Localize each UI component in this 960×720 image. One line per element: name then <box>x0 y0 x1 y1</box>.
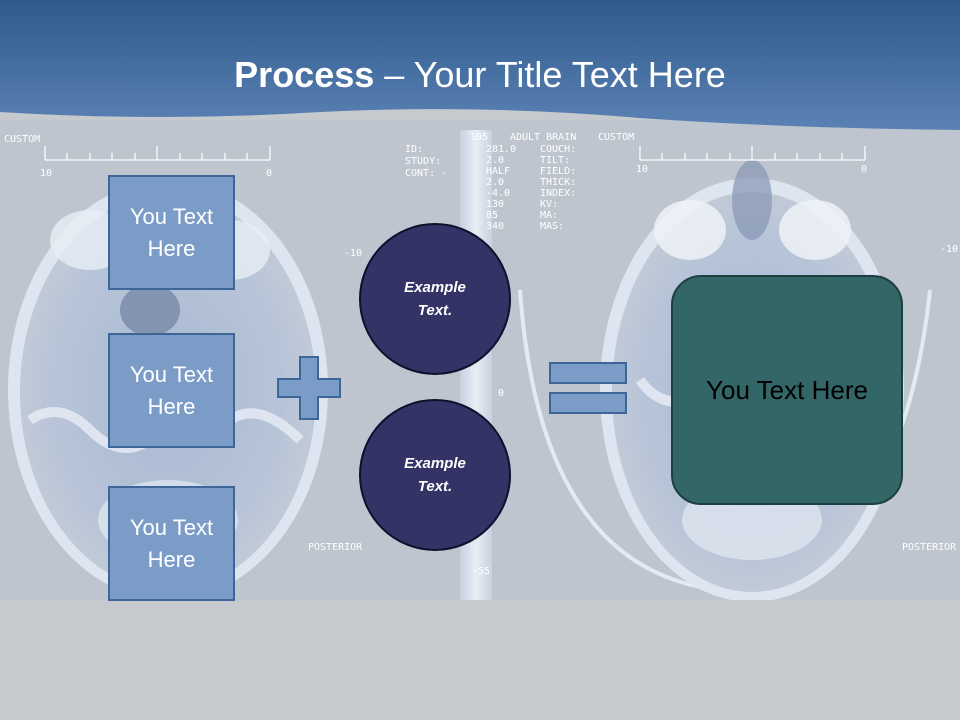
scan-mark-10-right: -10 <box>940 244 958 255</box>
result-box[interactable]: You Text Here <box>671 275 903 505</box>
equals-icon <box>549 362 627 414</box>
page-title: Process – Your Title Text Here <box>0 52 960 98</box>
scan-label-posterior-left: POSTERIOR <box>308 542 363 553</box>
title-rest: – Your Title Text Here <box>374 54 726 95</box>
input-box-3-label: You Text Here <box>129 514 214 572</box>
scan-label-custom-right: CUSTOM <box>598 132 634 143</box>
example-circle-1-label: Example Text. <box>404 279 466 319</box>
scan-label-brain: ADULT BRAIN <box>510 132 576 143</box>
scan-mark-10-left: -10 <box>344 248 362 259</box>
scan-mark-55: -55 <box>472 566 490 577</box>
input-box-1[interactable]: You Text Here <box>108 175 235 290</box>
scan-mark-0: 0 <box>498 388 504 399</box>
input-box-3[interactable]: You Text Here <box>108 486 235 601</box>
result-box-label: You Text Here <box>706 374 868 405</box>
scan-label-posterior-right: POSTERIOR <box>902 542 957 553</box>
header-banner <box>0 0 960 130</box>
example-circle-1[interactable]: Example Text. <box>359 223 511 375</box>
title-bold: Process <box>234 54 375 95</box>
example-circle-2[interactable]: Example Text. <box>359 399 511 551</box>
plus-icon <box>277 356 341 420</box>
scan-label-scale-left-b: 10 <box>636 164 648 175</box>
scan-labels: CUSTOM 10 0 10 0 CUSTOM ADULT BRAIN 105 … <box>4 132 958 577</box>
input-box-1-label: You Text Here <box>129 203 214 261</box>
input-box-2[interactable]: You Text Here <box>108 333 235 448</box>
scan-label-scale-right: 0 <box>266 168 272 179</box>
scan-label-scale-right-b: 0 <box>861 164 867 175</box>
scale-bars <box>44 146 866 161</box>
scan-parameters: ID:STUDY:CONT: - COUCH:TILT:FIELD:THICK:… <box>405 144 576 232</box>
example-circle-2-label: Example Text. <box>404 455 466 495</box>
scan-label-105: 105 <box>470 132 488 143</box>
scan-param-labels: COUCH:TILT:FIELD:THICK:INDEX:KV:MA:MAS: <box>540 144 576 232</box>
scan-study-labels: ID:STUDY:CONT: - <box>405 144 447 179</box>
input-box-2-label: You Text Here <box>129 361 214 419</box>
scan-label-scale-left: 10 <box>40 168 52 179</box>
scan-label-custom-left: CUSTOM <box>4 134 40 145</box>
